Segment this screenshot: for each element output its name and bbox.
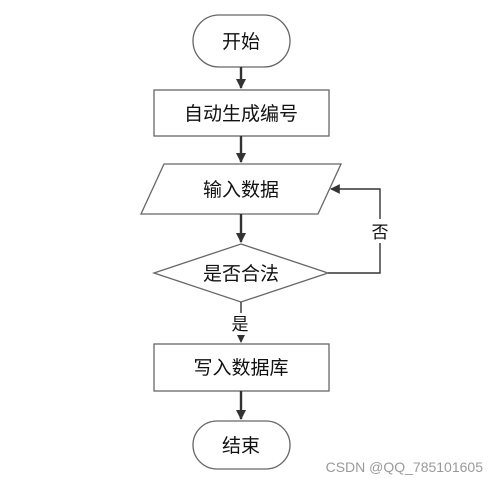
input-data-node-label: 输入数据 xyxy=(203,179,279,201)
yes-label-bg xyxy=(229,313,251,335)
write-data-node: 写入数据库 xyxy=(153,343,330,392)
yes-edge-label: 是 xyxy=(232,315,249,335)
no-label-bg xyxy=(369,219,391,243)
start-node-label: 开始 xyxy=(222,31,260,53)
watermark-text: CSDN @QQ_785101605 xyxy=(325,459,483,475)
auto-number-node: 自动生成编号 xyxy=(153,89,330,137)
write-data-node-label: 写入数据库 xyxy=(193,357,288,379)
no-edge-label: 否 xyxy=(372,223,389,243)
auto-number-node-label: 自动生成编号 xyxy=(184,103,298,125)
end-node: 结束 xyxy=(192,420,291,470)
valid-check-node: 是否合法 xyxy=(151,243,331,303)
input-data-node: 输入数据 xyxy=(139,163,343,215)
end-node-label: 结束 xyxy=(222,435,260,457)
start-node: 开始 xyxy=(192,14,291,68)
valid-check-node-label: 是否合法 xyxy=(203,263,279,285)
